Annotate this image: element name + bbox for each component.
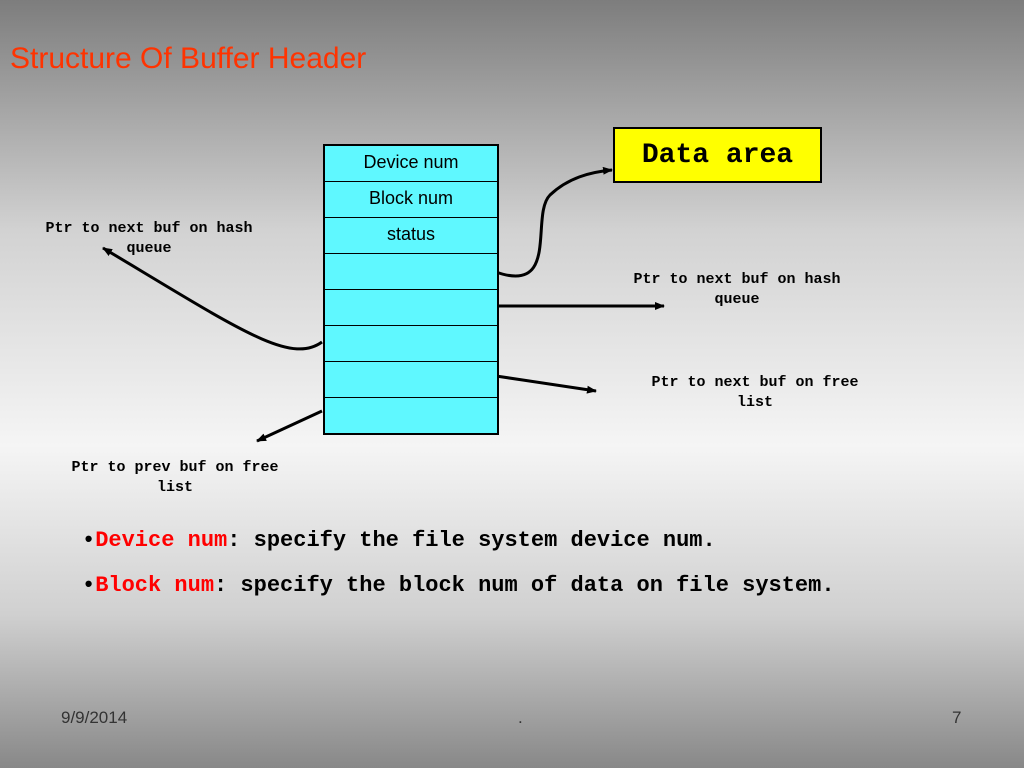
device-num-field: Device num: [325, 146, 497, 182]
hash-next-left-label: Ptr to next buf on hash queue: [45, 220, 253, 257]
slide-title: Structure Of Buffer Header: [10, 42, 367, 75]
footer-date: 9/9/2014: [61, 708, 128, 727]
status-field: status: [325, 218, 497, 254]
bullet-list: •Device num: specify the file system dev…: [82, 528, 835, 618]
pointer-field: [325, 326, 497, 362]
free-next-arrow: [495, 374, 597, 394]
data-pointer-arrow: [495, 166, 613, 278]
free-prev-arrow: [256, 409, 323, 443]
free-prev-label: Ptr to prev buf on free list: [71, 459, 279, 496]
footer-center: .: [518, 708, 523, 727]
pointer-field: [325, 290, 497, 326]
pointer-field: [325, 254, 497, 290]
block-num-field: Block num: [325, 182, 497, 218]
hash-next-right-label: Ptr to next buf on hash queue: [633, 271, 841, 308]
page-number: 7: [952, 708, 962, 727]
bullet-item: •Device num: specify the file system dev…: [82, 528, 716, 553]
pointer-field: [325, 398, 497, 433]
free-next-label: Ptr to next buf on free list: [651, 374, 859, 411]
pointer-field: [325, 362, 497, 398]
buffer-header-structure: Device num Block num status: [323, 144, 499, 435]
hash-prev-arrow: [102, 246, 323, 351]
data-area-box: Data area: [613, 127, 822, 183]
bullet-item: •Block num: specify the block num of dat…: [82, 573, 835, 598]
